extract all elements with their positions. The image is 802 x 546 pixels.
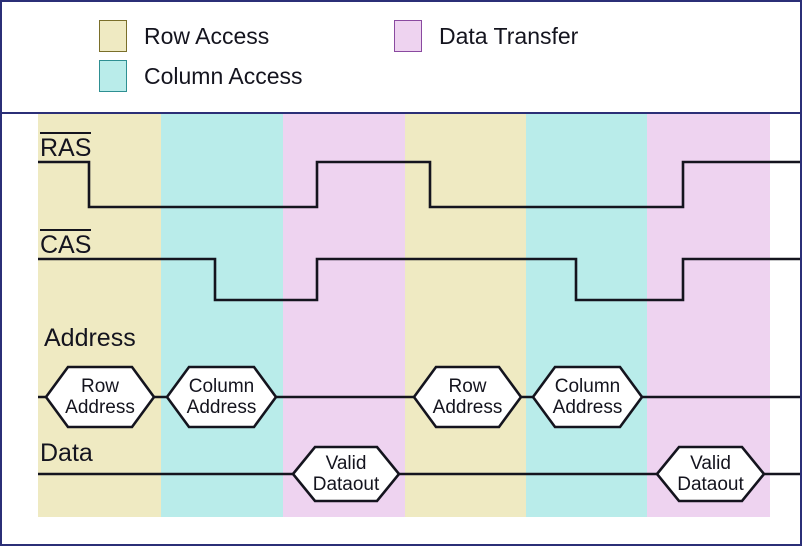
legend-entry-data-transfer: Data Transfer (394, 20, 578, 52)
phase-band (526, 114, 647, 517)
legend-label-data-transfer: Data Transfer (439, 22, 579, 49)
waveform-cas (38, 257, 800, 302)
waveform-layer (38, 160, 800, 503)
data-transfer-swatch (394, 20, 422, 52)
bus-value-hexagon (44, 365, 156, 429)
signal-label-address: Address (44, 326, 136, 351)
phase-band (405, 114, 526, 517)
bus-value-hexagon (291, 445, 401, 503)
legend-label-row-access: Row Access (144, 22, 270, 49)
phase-band (38, 114, 161, 517)
legend-label-column-access: Column Access (144, 62, 303, 89)
signal-label-ras: RAS (40, 132, 91, 161)
bus-value-hexagon (412, 365, 523, 429)
bus-value-hexagon (531, 365, 644, 429)
legend-entry-row-access: Row Access (99, 20, 269, 52)
column-access-swatch (99, 60, 127, 92)
waveform-ras (38, 160, 800, 209)
data-text: Data (40, 439, 93, 467)
ras-text: RAS (40, 134, 92, 162)
phase-band (161, 114, 283, 517)
ras-overbar (40, 132, 91, 134)
bus-value-hexagon (655, 445, 766, 503)
row-access-swatch (99, 20, 127, 52)
cas-overbar (40, 229, 91, 231)
legend-entry-column-access: Column Access (99, 60, 303, 92)
cas-text: CAS (40, 231, 92, 259)
bus-value-hexagon (165, 365, 278, 429)
signal-label-data: Data (40, 441, 93, 466)
signal-label-cas: CAS (40, 229, 91, 258)
address-text: Address (44, 324, 136, 352)
legend: Row Access Column Access Data Transfer (2, 2, 800, 110)
phase-bands (2, 114, 800, 517)
legend-separator (2, 112, 800, 114)
